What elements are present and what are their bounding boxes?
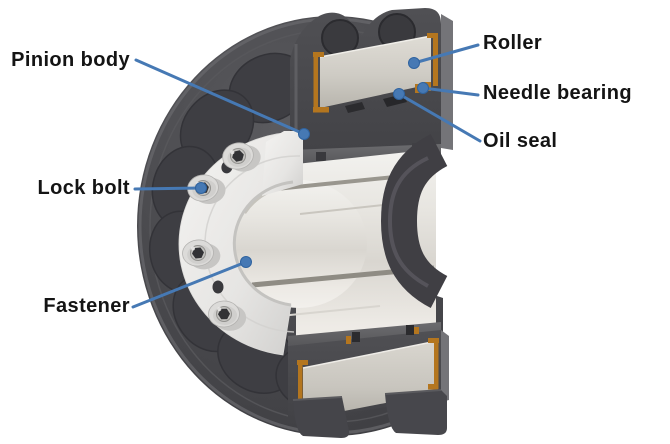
leader-line	[397, 92, 482, 143]
gear-tooth-foot	[385, 390, 447, 435]
keyway-notch	[316, 152, 326, 161]
cage-corner	[297, 360, 308, 365]
roller-top-highlight	[319, 35, 432, 58]
leader-line	[134, 58, 306, 136]
label-pinion-body: Pinion body	[11, 49, 130, 71]
leader-oil-seal	[393, 88, 482, 143]
leader-dot	[195, 182, 207, 194]
flange-inner-edge	[232, 180, 294, 307]
seal-part	[406, 325, 414, 335]
gear-tooth-foot	[293, 397, 350, 438]
leader-line	[412, 43, 480, 65]
cage-strip	[433, 34, 438, 86]
leader-dot	[408, 57, 420, 69]
seal-part	[352, 332, 360, 342]
cage-tab	[414, 327, 419, 334]
cage-strip	[434, 341, 439, 389]
cage-tab	[346, 336, 351, 344]
seal-part	[345, 102, 365, 113]
leader-line	[421, 86, 480, 97]
crescent-highlight	[387, 156, 429, 288]
cage-strip	[313, 55, 318, 110]
leader-dot	[393, 88, 405, 100]
cage-corner	[313, 52, 324, 57]
leader-dot	[298, 128, 310, 140]
label-needle-bearing: Needle bearing	[483, 82, 632, 104]
cage-corner	[428, 338, 439, 343]
leader-pinion-body	[134, 58, 310, 140]
label-lock-bolt: Lock bolt	[37, 177, 130, 199]
housing-bottom-side-face	[441, 330, 449, 402]
flange-hole	[212, 280, 224, 294]
flange-tab	[262, 131, 303, 196]
foot-edge	[292, 396, 343, 401]
hub-streak	[299, 203, 393, 215]
leader-line	[133, 186, 203, 191]
label-fastener: Fastener	[43, 295, 130, 317]
cage-corner	[427, 33, 438, 38]
bottom-bearing-section	[288, 322, 449, 438]
roller-bottom-highlight	[302, 340, 438, 369]
leader-fastener	[131, 256, 252, 309]
cage-corner	[428, 384, 438, 390]
cage-strip	[298, 364, 303, 414]
housing-top-side-face	[441, 14, 453, 150]
label-roller: Roller	[483, 32, 543, 54]
cage-corner	[313, 107, 329, 113]
label-oil-seal: Oil seal	[483, 130, 558, 152]
leader-roller	[408, 43, 480, 69]
leader-lock-bolt	[133, 182, 207, 194]
foot-edge	[384, 389, 442, 395]
leader-dot	[240, 256, 252, 268]
leader-line	[131, 260, 248, 309]
leader-needle-bearing	[417, 82, 480, 97]
leader-dot	[417, 82, 429, 94]
fastener-flange	[178, 131, 303, 356]
hub-bore	[231, 134, 448, 354]
